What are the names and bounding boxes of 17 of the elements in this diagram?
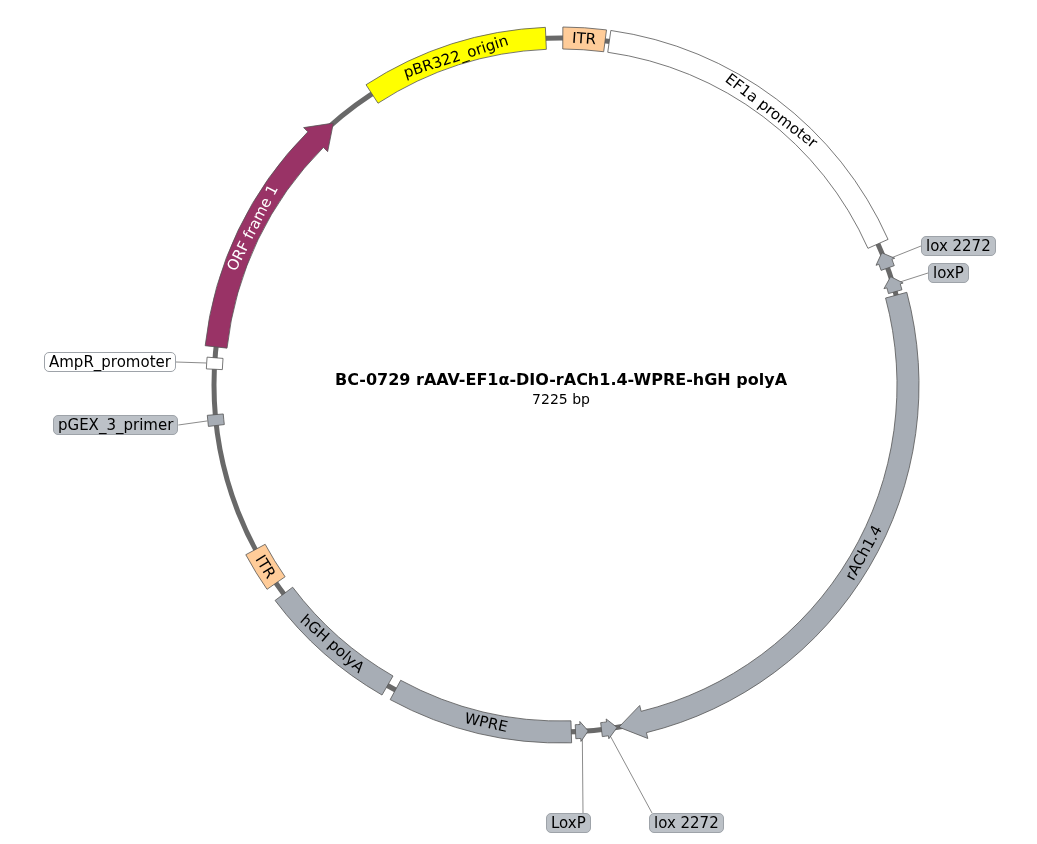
- feature-tag: LoxP: [546, 813, 591, 833]
- feature-tag: pGEX_3_primer: [53, 415, 179, 435]
- feature-tag: loxP: [928, 263, 969, 283]
- feature-tag: lox 2272: [649, 813, 724, 833]
- plasmid-title: BC-0729 rAAV-EF1α-DIO-rACh1.4-WPRE-hGH polyA: [335, 370, 787, 390]
- feature-label: ITR: [571, 29, 597, 49]
- leader-line: [891, 245, 922, 259]
- leader-line: [899, 272, 929, 283]
- plasmid-size: 7225 bp: [532, 391, 590, 407]
- feature-tag: lox 2272: [921, 236, 996, 256]
- feature-tag: AmpR_promoter: [44, 352, 176, 372]
- leader-line: [175, 361, 207, 364]
- leader-line: [177, 420, 208, 426]
- leader-line: [581, 738, 584, 814]
- feature-label: ITR: [251, 551, 279, 582]
- leader-line: [609, 735, 653, 814]
- feature-label: WPRE: [462, 710, 510, 737]
